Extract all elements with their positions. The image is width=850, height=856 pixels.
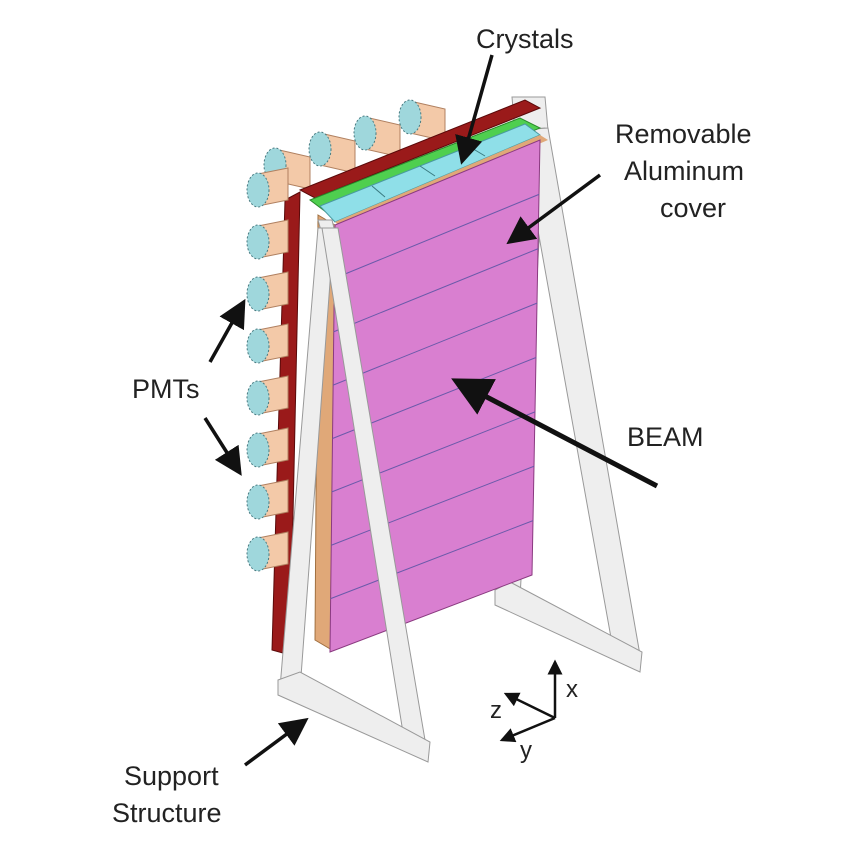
pmt (246, 375, 289, 416)
cover-label-line3: cover (660, 193, 726, 223)
axis-y-label: y (520, 737, 532, 764)
pmt (246, 531, 289, 572)
pmt (398, 99, 446, 142)
support-arrow (243, 717, 309, 767)
pmt (246, 479, 289, 520)
pmt (246, 219, 289, 260)
beam-label: BEAM (627, 422, 704, 452)
cover-label-line2: Aluminum (624, 156, 744, 186)
axis-z-label: z (490, 697, 502, 724)
support-label-line1: Support (124, 761, 219, 791)
pmt (308, 131, 356, 174)
beam-arrow (451, 378, 659, 489)
cover-seam (330, 520, 534, 600)
coordinate-axes (499, 659, 563, 743)
cover-seam (331, 465, 535, 546)
pmt-array-left (246, 167, 289, 572)
pmts-arrow-up (208, 298, 246, 363)
pmts-label: PMTs (132, 374, 200, 404)
pmt (246, 323, 289, 364)
crystals-label: Crystals (476, 24, 574, 54)
pmt (246, 271, 289, 312)
cover-seam (332, 302, 538, 386)
cover-seam (334, 193, 540, 279)
support-frame-left (277, 219, 431, 763)
pmt (246, 427, 289, 468)
axis-x-label: x (566, 676, 578, 703)
cover-label-line1: Removable (615, 119, 752, 149)
pmt (353, 115, 401, 158)
pmt (246, 167, 289, 208)
cover-arrow (506, 173, 602, 245)
cover-seam (333, 248, 539, 333)
crystals-arrow (455, 54, 494, 165)
pmts-arrow-down (203, 417, 242, 476)
support-label-line2: Structure (112, 798, 222, 828)
